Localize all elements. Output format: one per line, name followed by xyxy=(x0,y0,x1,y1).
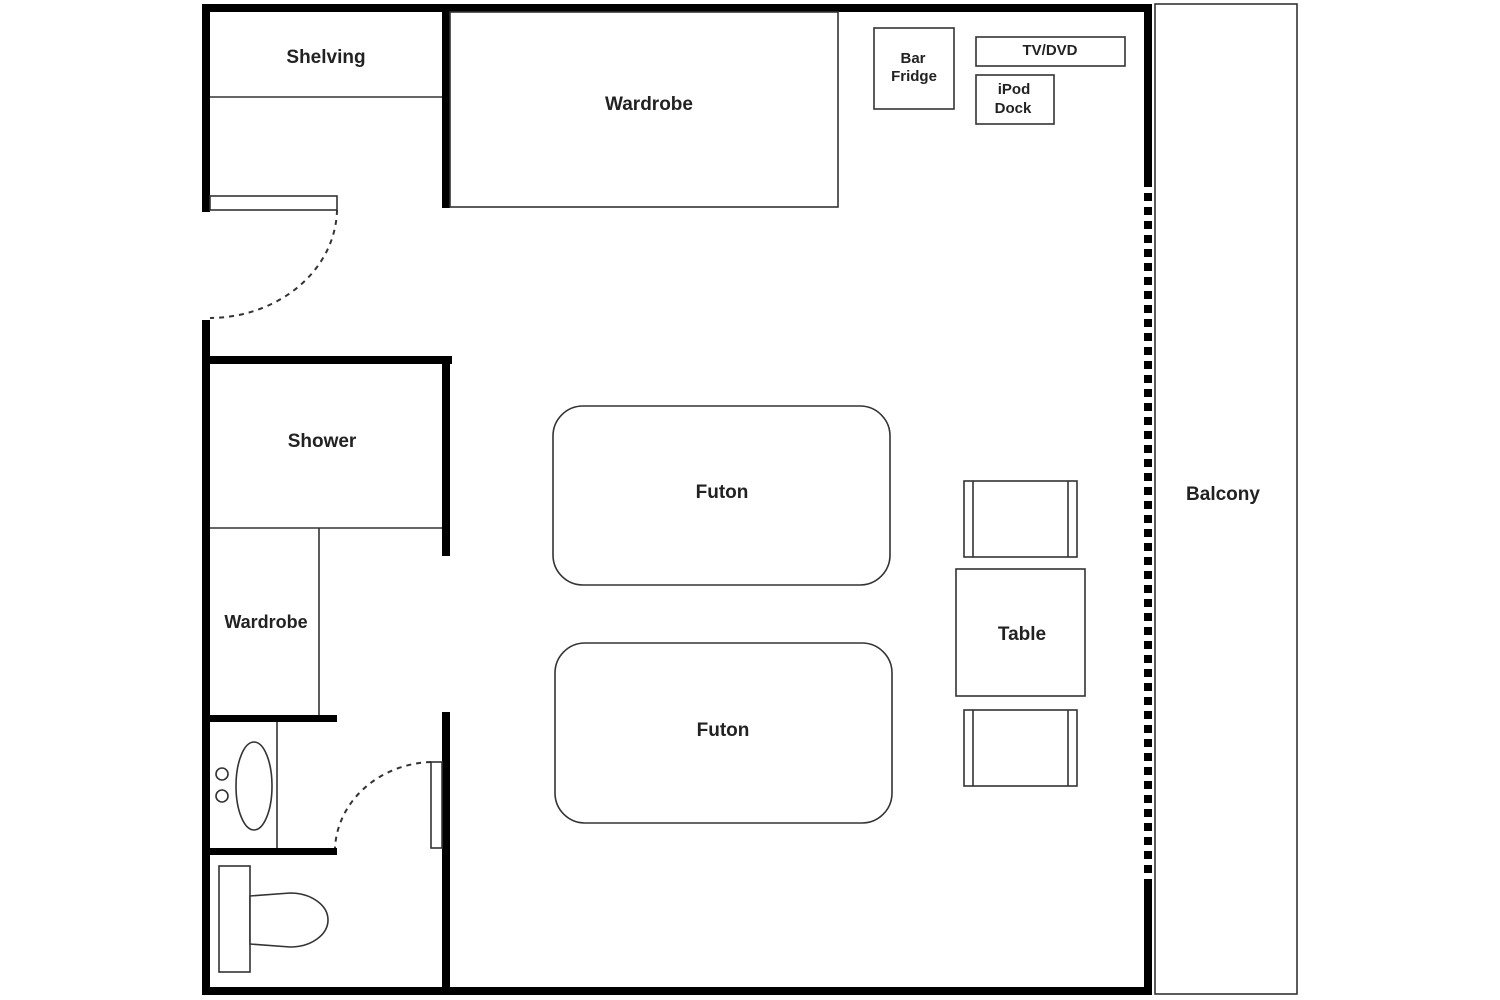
entry-door[interactable] xyxy=(209,195,338,319)
ipod-dock-label-2: Dock xyxy=(995,100,1032,117)
vanity-top-wall xyxy=(202,715,337,722)
toilet-tank xyxy=(218,865,251,973)
toilet xyxy=(218,865,329,973)
bathroom-right-wall-lower xyxy=(442,712,450,995)
bar-fridge-label-1: Bar xyxy=(900,50,925,67)
left-wall-upper xyxy=(202,4,210,212)
faucet-knob-bottom xyxy=(215,789,229,803)
futon-upper-label: Futon xyxy=(696,482,749,503)
entry-door-leaf[interactable] xyxy=(209,195,338,211)
vanity xyxy=(215,722,278,848)
bathroom-top-wall xyxy=(202,356,452,364)
balcony-label: Balcony xyxy=(1186,484,1260,505)
top-wall xyxy=(202,4,1152,12)
left-wall-lower xyxy=(202,320,210,995)
right-wall-upper xyxy=(1144,4,1152,179)
faucet-knob-top xyxy=(215,767,229,781)
right-wall-lower xyxy=(1144,880,1152,995)
shelving-label: Shelving xyxy=(286,47,365,68)
futon-upper: Futon xyxy=(552,405,891,586)
tv-dvd-label: TV/DVD xyxy=(1022,42,1077,59)
sink-basin xyxy=(235,741,273,831)
shelving: Shelving xyxy=(210,47,442,98)
table: Table xyxy=(955,568,1086,697)
bathroom-door-swing xyxy=(334,761,432,849)
bar-fridge-label-2: Fridge xyxy=(891,68,937,85)
chair-upper xyxy=(963,480,1078,558)
wardrobe-top: Wardrobe xyxy=(449,11,839,208)
shower: Shower xyxy=(210,431,442,529)
bar-fridge: Bar Fridge xyxy=(873,27,955,110)
chair-lower xyxy=(963,709,1078,787)
ipod-dock-label-1: iPod xyxy=(998,81,1031,98)
wardrobe-side-label: Wardrobe xyxy=(224,612,307,632)
futon-lower-label: Futon xyxy=(697,720,750,741)
tv-dvd: TV/DVD xyxy=(975,36,1126,67)
bathroom-right-wall-upper xyxy=(442,356,450,556)
wardrobe-side: Wardrobe xyxy=(224,528,320,715)
balcony: Balcony xyxy=(1154,3,1298,995)
toilet-top-wall xyxy=(202,848,337,855)
bathroom-door[interactable] xyxy=(334,761,443,849)
ipod-dock: iPod Dock xyxy=(975,74,1055,125)
table-label: Table xyxy=(998,624,1046,645)
interior-walls xyxy=(202,4,452,995)
shower-label: Shower xyxy=(288,431,357,452)
entry-door-swing xyxy=(209,209,338,319)
shelving-partition-wall xyxy=(442,4,450,208)
futon-lower: Futon xyxy=(554,642,893,824)
toilet-bowl xyxy=(249,892,329,948)
bathroom-door-leaf[interactable] xyxy=(430,761,443,849)
bottom-wall xyxy=(202,987,1152,995)
exterior-walls xyxy=(202,4,1152,995)
wardrobe-top-label: Wardrobe xyxy=(605,94,693,115)
